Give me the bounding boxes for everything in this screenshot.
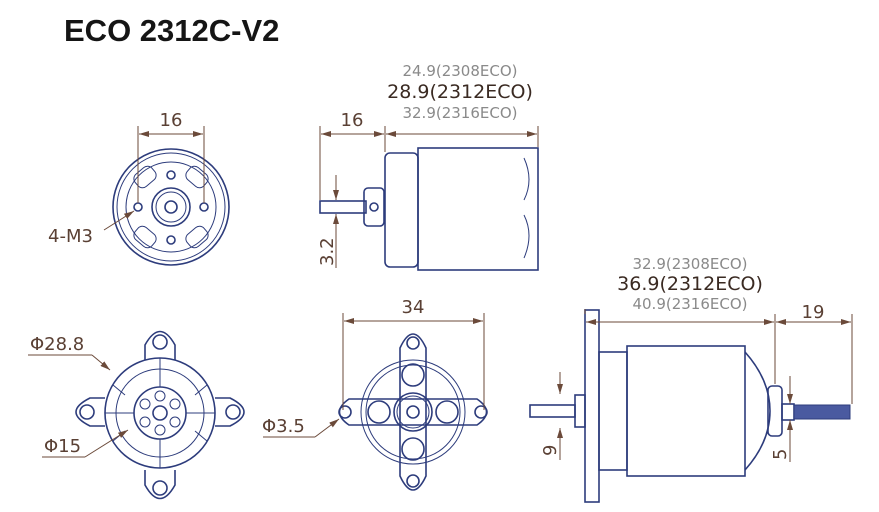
mount-view — [28, 330, 245, 500]
drawing-title: ECO 2312C-V2 — [64, 13, 279, 48]
cross-mount-view — [263, 313, 488, 491]
side-length-2308: 24.9(2308ECO) — [402, 62, 517, 80]
mounted-length-2308: 32.9(2308ECO) — [632, 255, 747, 273]
mount-span-dim: 34 — [402, 297, 425, 318]
side-length-2316: 32.9(2316ECO) — [402, 104, 517, 122]
side-view — [319, 126, 539, 271]
shaft-diameter-dim: 3.2 — [317, 237, 338, 266]
side-length-2312: 28.9(2312ECO) — [387, 81, 533, 103]
front-view — [103, 126, 230, 266]
rear-shaft-diameter-dim: 5 — [770, 449, 791, 460]
rear-shaft-length-dim: 19 — [802, 302, 825, 323]
hole-label: 4-M3 — [48, 226, 93, 247]
mounted-length-2316: 40.9(2316ECO) — [632, 295, 747, 313]
mount-hole-dim: Φ3.5 — [262, 416, 305, 437]
shaft-length-dim: 16 — [341, 110, 364, 131]
side-mounted-view — [529, 309, 853, 503]
mounted-length-2312: 36.9(2312ECO) — [617, 273, 763, 295]
inner-diameter-dim: Φ15 — [44, 436, 81, 457]
front-diameter-dim: 9 — [540, 445, 561, 456]
outer-diameter-dim: Φ28.8 — [30, 334, 84, 355]
front-width-dim: 16 — [160, 110, 183, 131]
